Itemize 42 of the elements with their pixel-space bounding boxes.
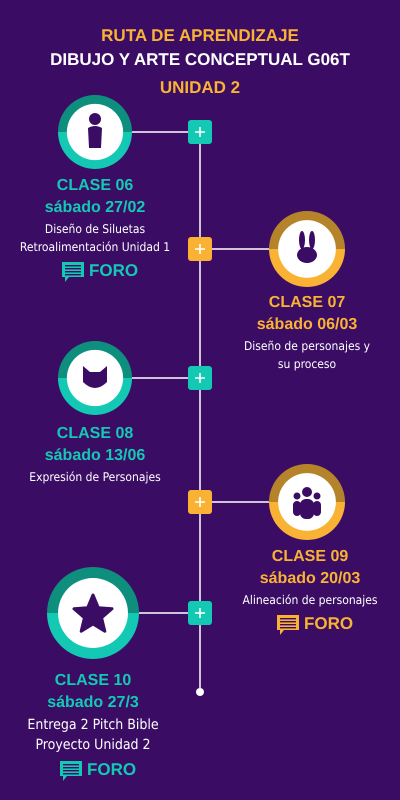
- connector-line: [199, 261, 201, 366]
- icon-circle: [269, 211, 345, 287]
- icon-circle: [47, 567, 139, 659]
- class-title: CLASE 10: [54, 671, 132, 691]
- date-text: sábado 20/03: [258, 569, 362, 589]
- icon-circle: [269, 464, 345, 540]
- connector-line: [199, 514, 201, 601]
- class-title: CLASE 09: [270, 547, 350, 567]
- connector-line: [132, 377, 188, 379]
- class-title: CLASE 08: [56, 424, 134, 444]
- description-text: Diseño de personajes y su proceso: [242, 338, 372, 373]
- connector-line: [132, 131, 188, 133]
- connector-line: [212, 248, 269, 250]
- subtitle: DIBUJO Y ARTE CONCEPTUAL G06T: [49, 50, 351, 70]
- connector-line: [139, 612, 188, 614]
- description-text: Diseño de Siluetas Retroalimentación Unidad 1: [18, 221, 172, 256]
- plus-square: [188, 237, 212, 261]
- forum-label: FORO: [89, 260, 138, 282]
- title: RUTA DE APRENDIZAJE: [100, 26, 300, 46]
- icon-circle: [58, 341, 132, 415]
- forum-label: FORO: [87, 759, 136, 781]
- icon-circle: [58, 95, 132, 169]
- connector-line: [212, 501, 269, 503]
- plus-square: [188, 366, 212, 390]
- date-text: sábado 06/03: [256, 315, 358, 335]
- description-text: Alineación de personajes: [241, 592, 379, 609]
- plus-square: [188, 601, 212, 625]
- description-text: Expresión de Personajes: [28, 469, 162, 486]
- description-text: Entrega 2 Pitch Bible Proyecto Unidad 2: [26, 716, 160, 755]
- subtitle: UNIDAD 2: [158, 78, 242, 98]
- date-text: sábado 13/06: [44, 446, 146, 466]
- date-text: sábado 27/02: [44, 198, 146, 218]
- connector-line: [199, 625, 201, 688]
- forum-label: FORO: [304, 613, 354, 635]
- connector-line: [199, 390, 201, 490]
- class-title: CLASE 06: [56, 176, 134, 196]
- end-dot: [196, 688, 204, 696]
- plus-square: [188, 120, 212, 144]
- connector-line: [199, 144, 201, 237]
- class-title: CLASE 07: [268, 293, 346, 313]
- plus-square: [188, 490, 212, 514]
- date-text: sábado 27/3: [46, 693, 140, 713]
